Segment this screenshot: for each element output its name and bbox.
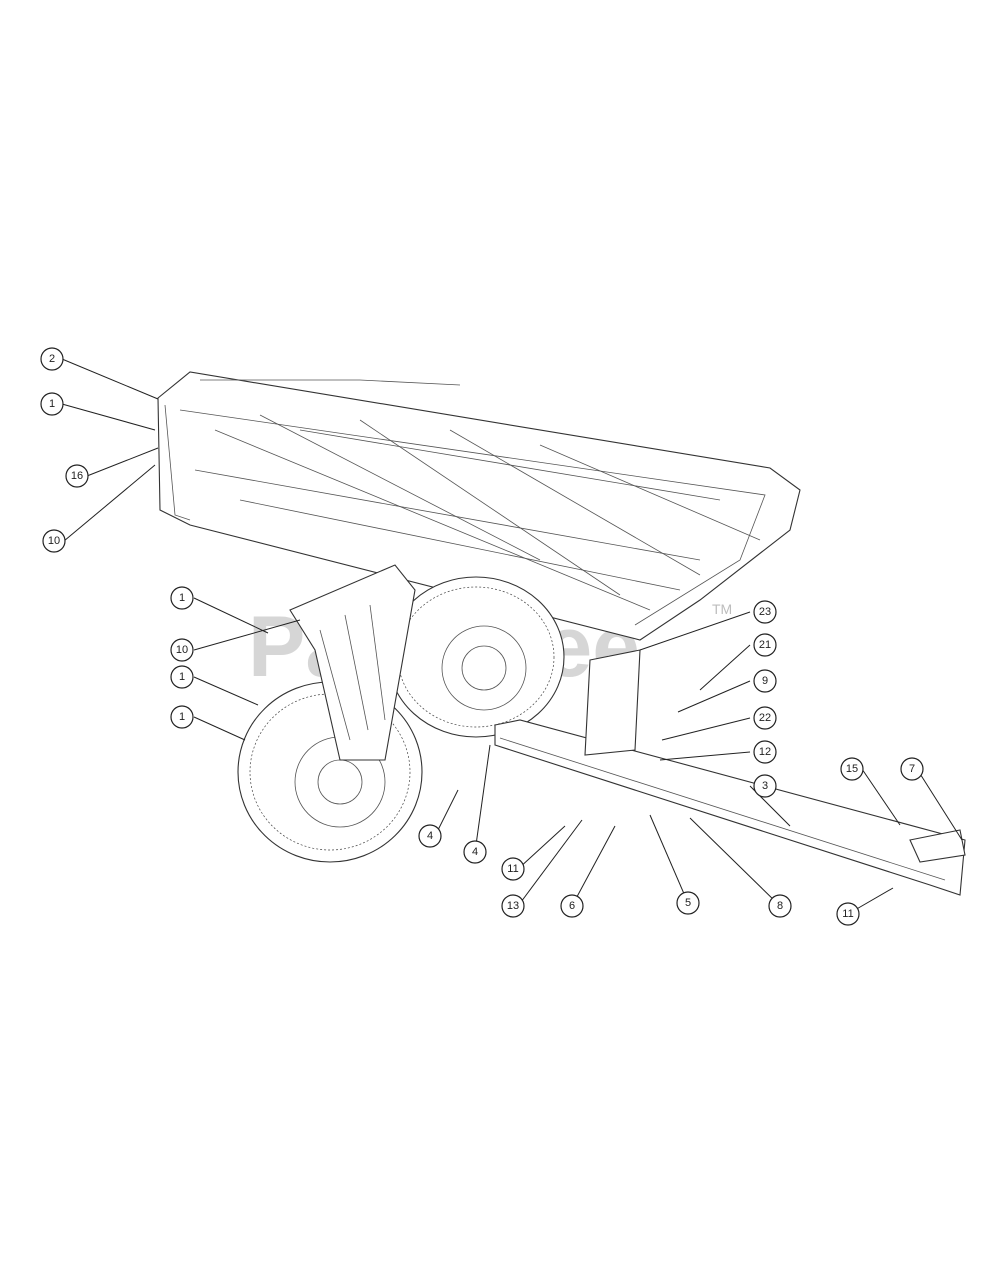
- callout-1[interactable]: 1: [170, 665, 194, 689]
- callout-7[interactable]: 7: [900, 757, 924, 781]
- callout-5[interactable]: 5: [676, 891, 700, 915]
- callout-label: 4: [472, 846, 478, 858]
- callout-11[interactable]: 11: [836, 902, 860, 926]
- callout-23[interactable]: 23: [753, 600, 777, 624]
- callout-13[interactable]: 13: [501, 894, 525, 918]
- callout-1[interactable]: 1: [170, 586, 194, 610]
- callout-label: 10: [48, 535, 60, 547]
- callout-label: 1: [179, 711, 185, 723]
- callout-label: 6: [569, 900, 575, 912]
- callout-label: 13: [507, 900, 519, 912]
- callout-label: 21: [759, 639, 771, 651]
- callout-4[interactable]: 4: [463, 840, 487, 864]
- callout-label: 15: [846, 763, 858, 775]
- callout-21[interactable]: 21: [753, 633, 777, 657]
- callout-4[interactable]: 4: [418, 824, 442, 848]
- callout-label: 1: [179, 671, 185, 683]
- watermark-trademark: TM: [712, 601, 732, 617]
- callout-1[interactable]: 1: [40, 392, 64, 416]
- callout-label: 16: [71, 470, 83, 482]
- axle-bracket: [289, 564, 416, 761]
- callout-label: 11: [507, 863, 518, 875]
- callout-2[interactable]: 2: [40, 347, 64, 371]
- callout-8[interactable]: 8: [768, 894, 792, 918]
- callout-label: 5: [685, 897, 691, 909]
- callout-label: 7: [909, 763, 915, 775]
- callout-1[interactable]: 1: [170, 705, 194, 729]
- callout-16[interactable]: 16: [65, 464, 89, 488]
- rear-wheel: [387, 576, 565, 738]
- callout-label: 10: [176, 644, 188, 656]
- callout-9[interactable]: 9: [753, 669, 777, 693]
- callout-22[interactable]: 22: [753, 706, 777, 730]
- callout-label: 1: [179, 592, 185, 604]
- leader-lines: [61, 358, 963, 915]
- callout-label: 8: [777, 900, 783, 912]
- callout-10[interactable]: 10: [42, 529, 66, 553]
- callout-label: 2: [49, 353, 55, 365]
- callout-15[interactable]: 15: [840, 757, 864, 781]
- callout-label: 9: [762, 675, 768, 687]
- callout-label: 12: [759, 746, 771, 758]
- callout-12[interactable]: 12: [753, 740, 777, 764]
- callout-label: 11: [842, 908, 853, 920]
- callout-label: 3: [762, 780, 768, 792]
- callout-6[interactable]: 6: [560, 894, 584, 918]
- tongue-bar: [494, 649, 966, 896]
- callout-label: 22: [759, 712, 771, 724]
- callout-3[interactable]: 3: [753, 774, 777, 798]
- callout-11[interactable]: 11: [501, 857, 525, 881]
- callout-label: 23: [759, 606, 771, 618]
- callout-label: 4: [427, 830, 433, 842]
- callout-10[interactable]: 10: [170, 638, 194, 662]
- callout-label: 1: [49, 398, 55, 410]
- cart-bed: [157, 371, 801, 641]
